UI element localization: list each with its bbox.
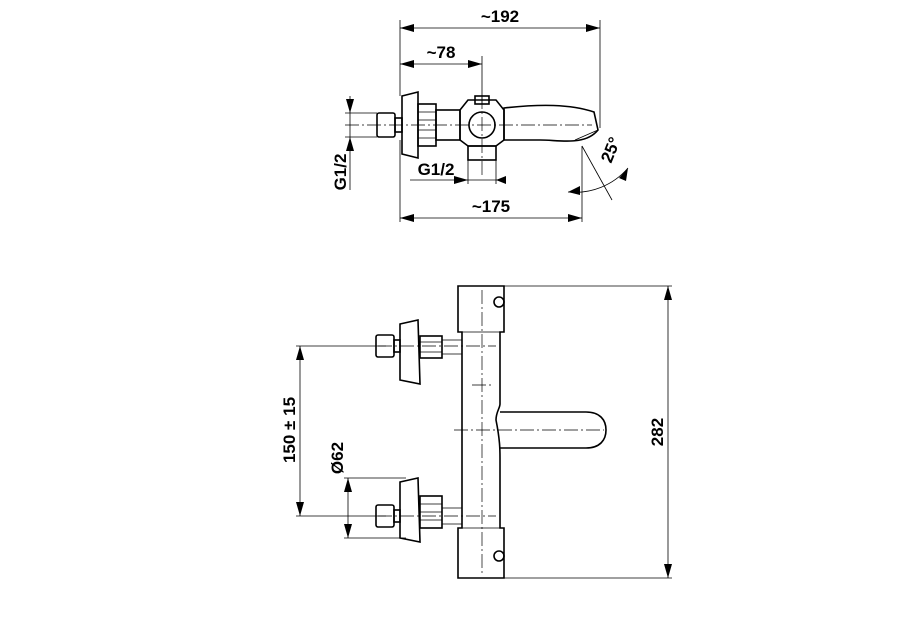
valve-body-front [457,285,505,579]
dim-inlet-spacing: 150 ± 15 [280,397,299,463]
dim-overall-length: ~192 [481,7,519,26]
spout-front [500,411,607,449]
dim-outlet-thread: G1/2 [418,160,455,179]
spout-side [503,104,599,142]
top-view: ~192 ~78 ~175 G1/2 G1/2 25° [331,7,629,222]
dim-handle-diameter: Ø62 [328,442,347,474]
bottom-screw [493,550,505,562]
upper-handle-disc [399,319,421,385]
lower-handle-disc [399,477,421,543]
outlet-stub [467,145,497,161]
mixer-cap [474,95,490,105]
dim-spout-angle: 25° [597,134,624,165]
upper-handle-hub [419,335,443,359]
dim-outlet-offset: ~78 [427,43,456,62]
mixer-cartridge [468,111,496,139]
dim-projection: ~175 [472,197,510,216]
handle-disc-side [401,90,419,160]
top-screw [493,296,505,308]
dim-inlet-thread: G1/2 [331,154,350,191]
dim-height: 282 [648,418,667,446]
front-view: 150 ± 15 Ø62 282 [280,285,672,579]
